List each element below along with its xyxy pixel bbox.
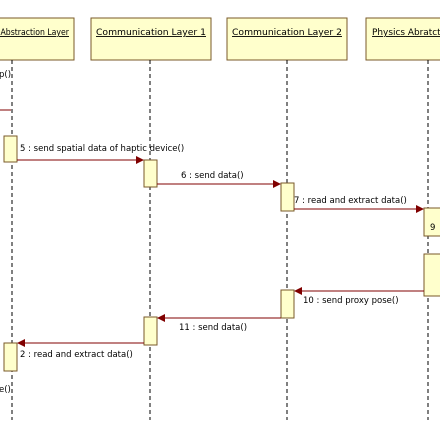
message-7: 7 : read and extract data()	[294, 196, 424, 213]
activation-box	[3, 342, 18, 372]
lifeline-label-communication-layer-2: Communication Layer 2	[232, 28, 342, 38]
message-6: 6 : send data()	[157, 171, 281, 188]
message-label: 10 : send proxy pose()	[303, 296, 399, 306]
message-label: 5 : send spatial data of haptic device()	[20, 144, 184, 154]
message-2: 2 : read and extract data()	[17, 339, 144, 360]
message-label: 11 : send data()	[179, 323, 247, 333]
message-11: 11 : send data()	[157, 314, 281, 333]
message-label: 6 : send data()	[181, 171, 244, 181]
lifeline-label-haptic-abstraction-layer: Haptic Abstraction Layer	[0, 28, 69, 38]
message-label: 9	[430, 223, 435, 233]
activation-box	[143, 159, 158, 188]
message-label: 2 : read and extract data()	[20, 350, 133, 360]
lifeline-communication-layer-2: Communication Layer 2	[226, 17, 348, 420]
lifeline-label-communication-layer-1: Communication Layer 1	[96, 28, 206, 38]
activation-box	[280, 182, 295, 212]
message-label: e()	[0, 385, 11, 395]
lifeline-label-physics-abratction-layer: Physics Abratction Layer	[372, 28, 440, 38]
lifeline-haptic-abstraction-layer: Haptic Abstraction Layer	[0, 17, 75, 420]
activation-box	[280, 289, 295, 319]
message-5: 5 : send spatial data of haptic device()	[17, 144, 184, 164]
message-10: 10 : send proxy pose()	[294, 287, 424, 306]
lifeline-physics-abratction-layer: Physics Abratction Layer	[365, 17, 440, 420]
message-9: 9	[430, 223, 435, 233]
message-label: 7 : read and extract data()	[294, 196, 407, 206]
message-label: p()	[0, 70, 11, 80]
message-p: p()	[0, 70, 11, 80]
activation-box	[3, 135, 18, 163]
lifeline-communication-layer-1: Communication Layer 1	[90, 17, 212, 420]
activation-box	[423, 207, 440, 237]
message-e: e()	[0, 385, 11, 395]
activation-box	[423, 253, 440, 297]
activation-box	[143, 316, 158, 346]
